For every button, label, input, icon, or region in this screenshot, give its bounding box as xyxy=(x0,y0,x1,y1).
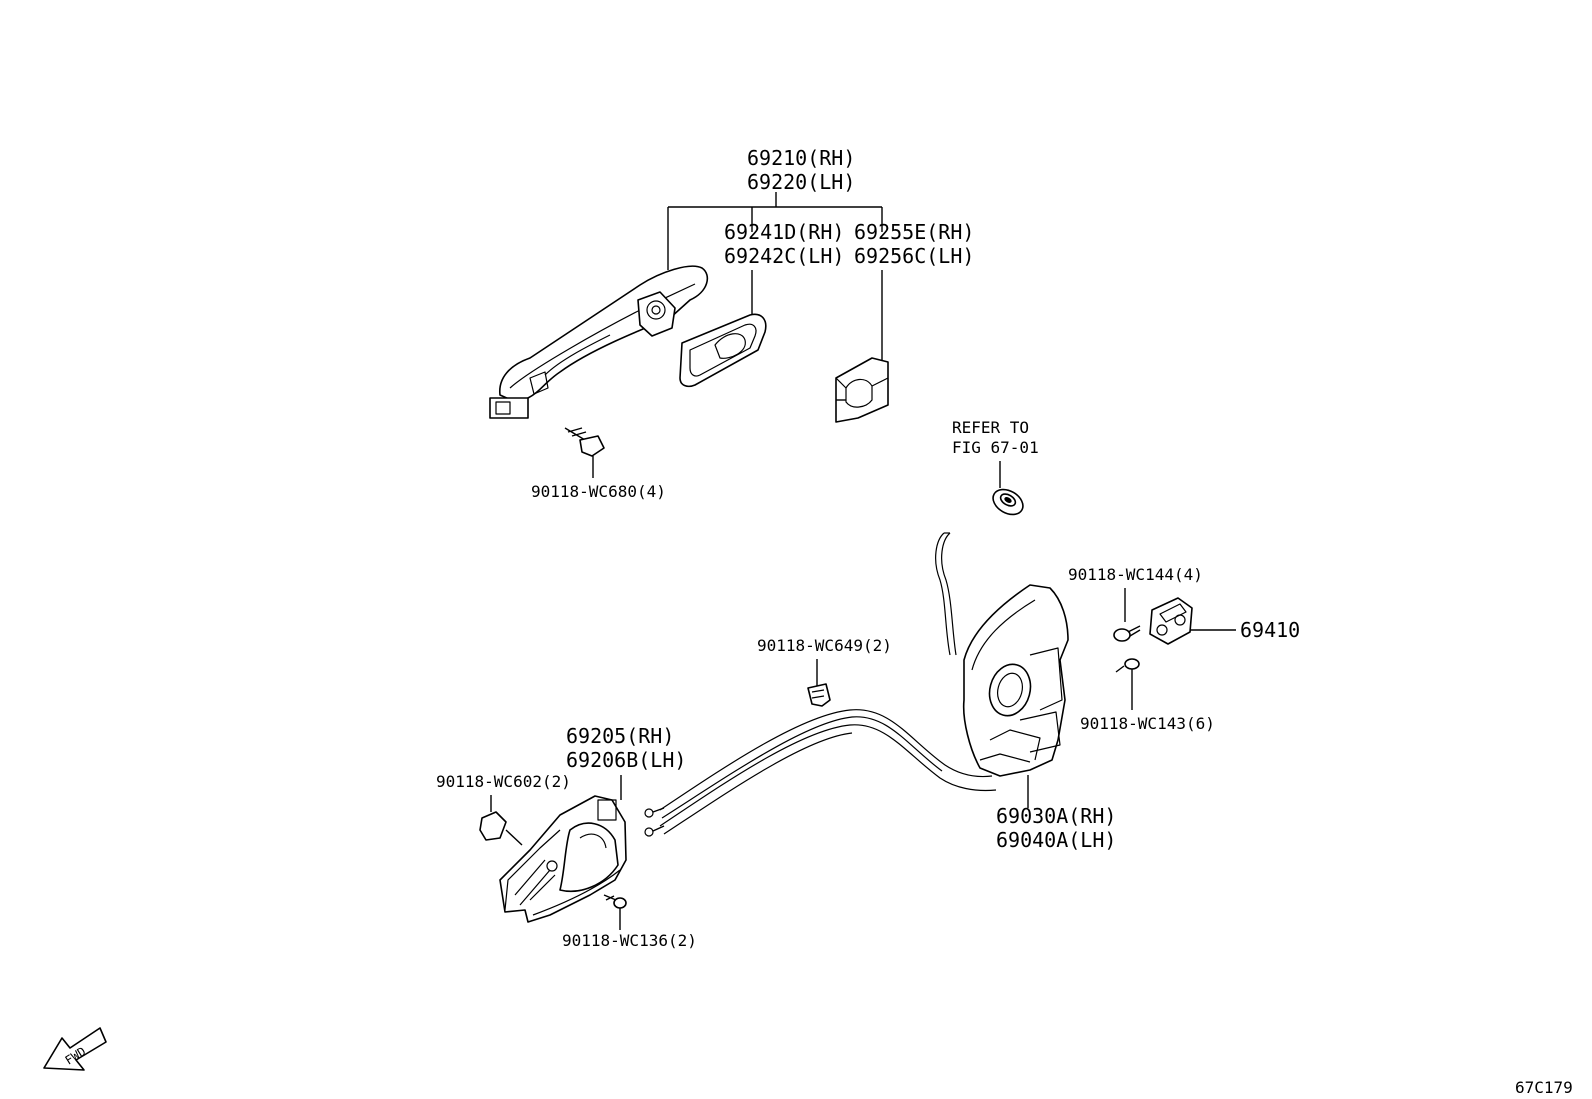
handle-cover-cap xyxy=(835,357,889,423)
cable-clip xyxy=(807,683,831,707)
label-refer-line1: REFER TO xyxy=(952,418,1029,437)
door-striker xyxy=(1149,597,1236,645)
handle-gasket xyxy=(679,313,767,388)
label-screw-striker: 90118-WC143(6) xyxy=(1080,714,1215,733)
striker-small-screw xyxy=(1113,625,1141,642)
label-lock-rh: 69030A(RH) xyxy=(996,804,1116,828)
label-gasket-lh: 69242C(LH) xyxy=(724,244,844,268)
outside-handle-group: 69210(RH) 69220(LH) 69241D(RH) 69242C(LH… xyxy=(489,146,974,501)
inside-door-handle xyxy=(499,795,627,923)
door-lock-assembly xyxy=(935,532,1069,808)
label-screw-inside: 90118-WC136(2) xyxy=(562,931,697,950)
label-handle-lh: 69220(LH) xyxy=(747,170,855,194)
label-screw-striker-small: 90118-WC144(4) xyxy=(1068,565,1203,584)
label-gasket-rh: 69241D(RH) xyxy=(724,220,844,244)
inside-handle-group: 69205(RH) 69206B(LH) 90118-WC602(2) 9011… xyxy=(436,724,697,950)
label-cover-rh: 69255E(RH) xyxy=(854,220,974,244)
striker-screw xyxy=(1115,658,1140,710)
label-refer-line2: FIG 67-01 xyxy=(952,438,1039,457)
label-inside-handle-rh: 69205(RH) xyxy=(566,724,674,748)
label-screw-handle: 90118-WC680(4) xyxy=(531,482,666,501)
label-cover-lh: 69256C(LH) xyxy=(854,244,974,268)
refer-group: REFER TO FIG 67-01 xyxy=(952,418,1039,516)
grommet xyxy=(992,488,1024,516)
inside-handle-clip xyxy=(479,811,523,846)
inside-handle-screw xyxy=(603,894,627,930)
label-lock-lh: 69040A(LH) xyxy=(996,828,1116,852)
handle-screw xyxy=(564,427,605,478)
outside-door-handle xyxy=(489,265,709,419)
fwd-arrow-icon: FWD xyxy=(43,1027,107,1071)
label-clip-inside: 90118-WC602(2) xyxy=(436,772,571,791)
label-inside-handle-lh: 69206B(LH) xyxy=(566,748,686,772)
label-clip-cable: 90118-WC649(2) xyxy=(757,636,892,655)
control-cables xyxy=(644,709,997,837)
label-handle-rh: 69210(RH) xyxy=(747,146,855,170)
figure-code: 67C179 xyxy=(1515,1078,1573,1097)
label-striker: 69410 xyxy=(1240,618,1300,642)
striker-group: 90118-WC144(4) 69410 90118-WC143(6) xyxy=(1068,565,1300,733)
cable-clip-group: 90118-WC649(2) xyxy=(757,636,892,707)
